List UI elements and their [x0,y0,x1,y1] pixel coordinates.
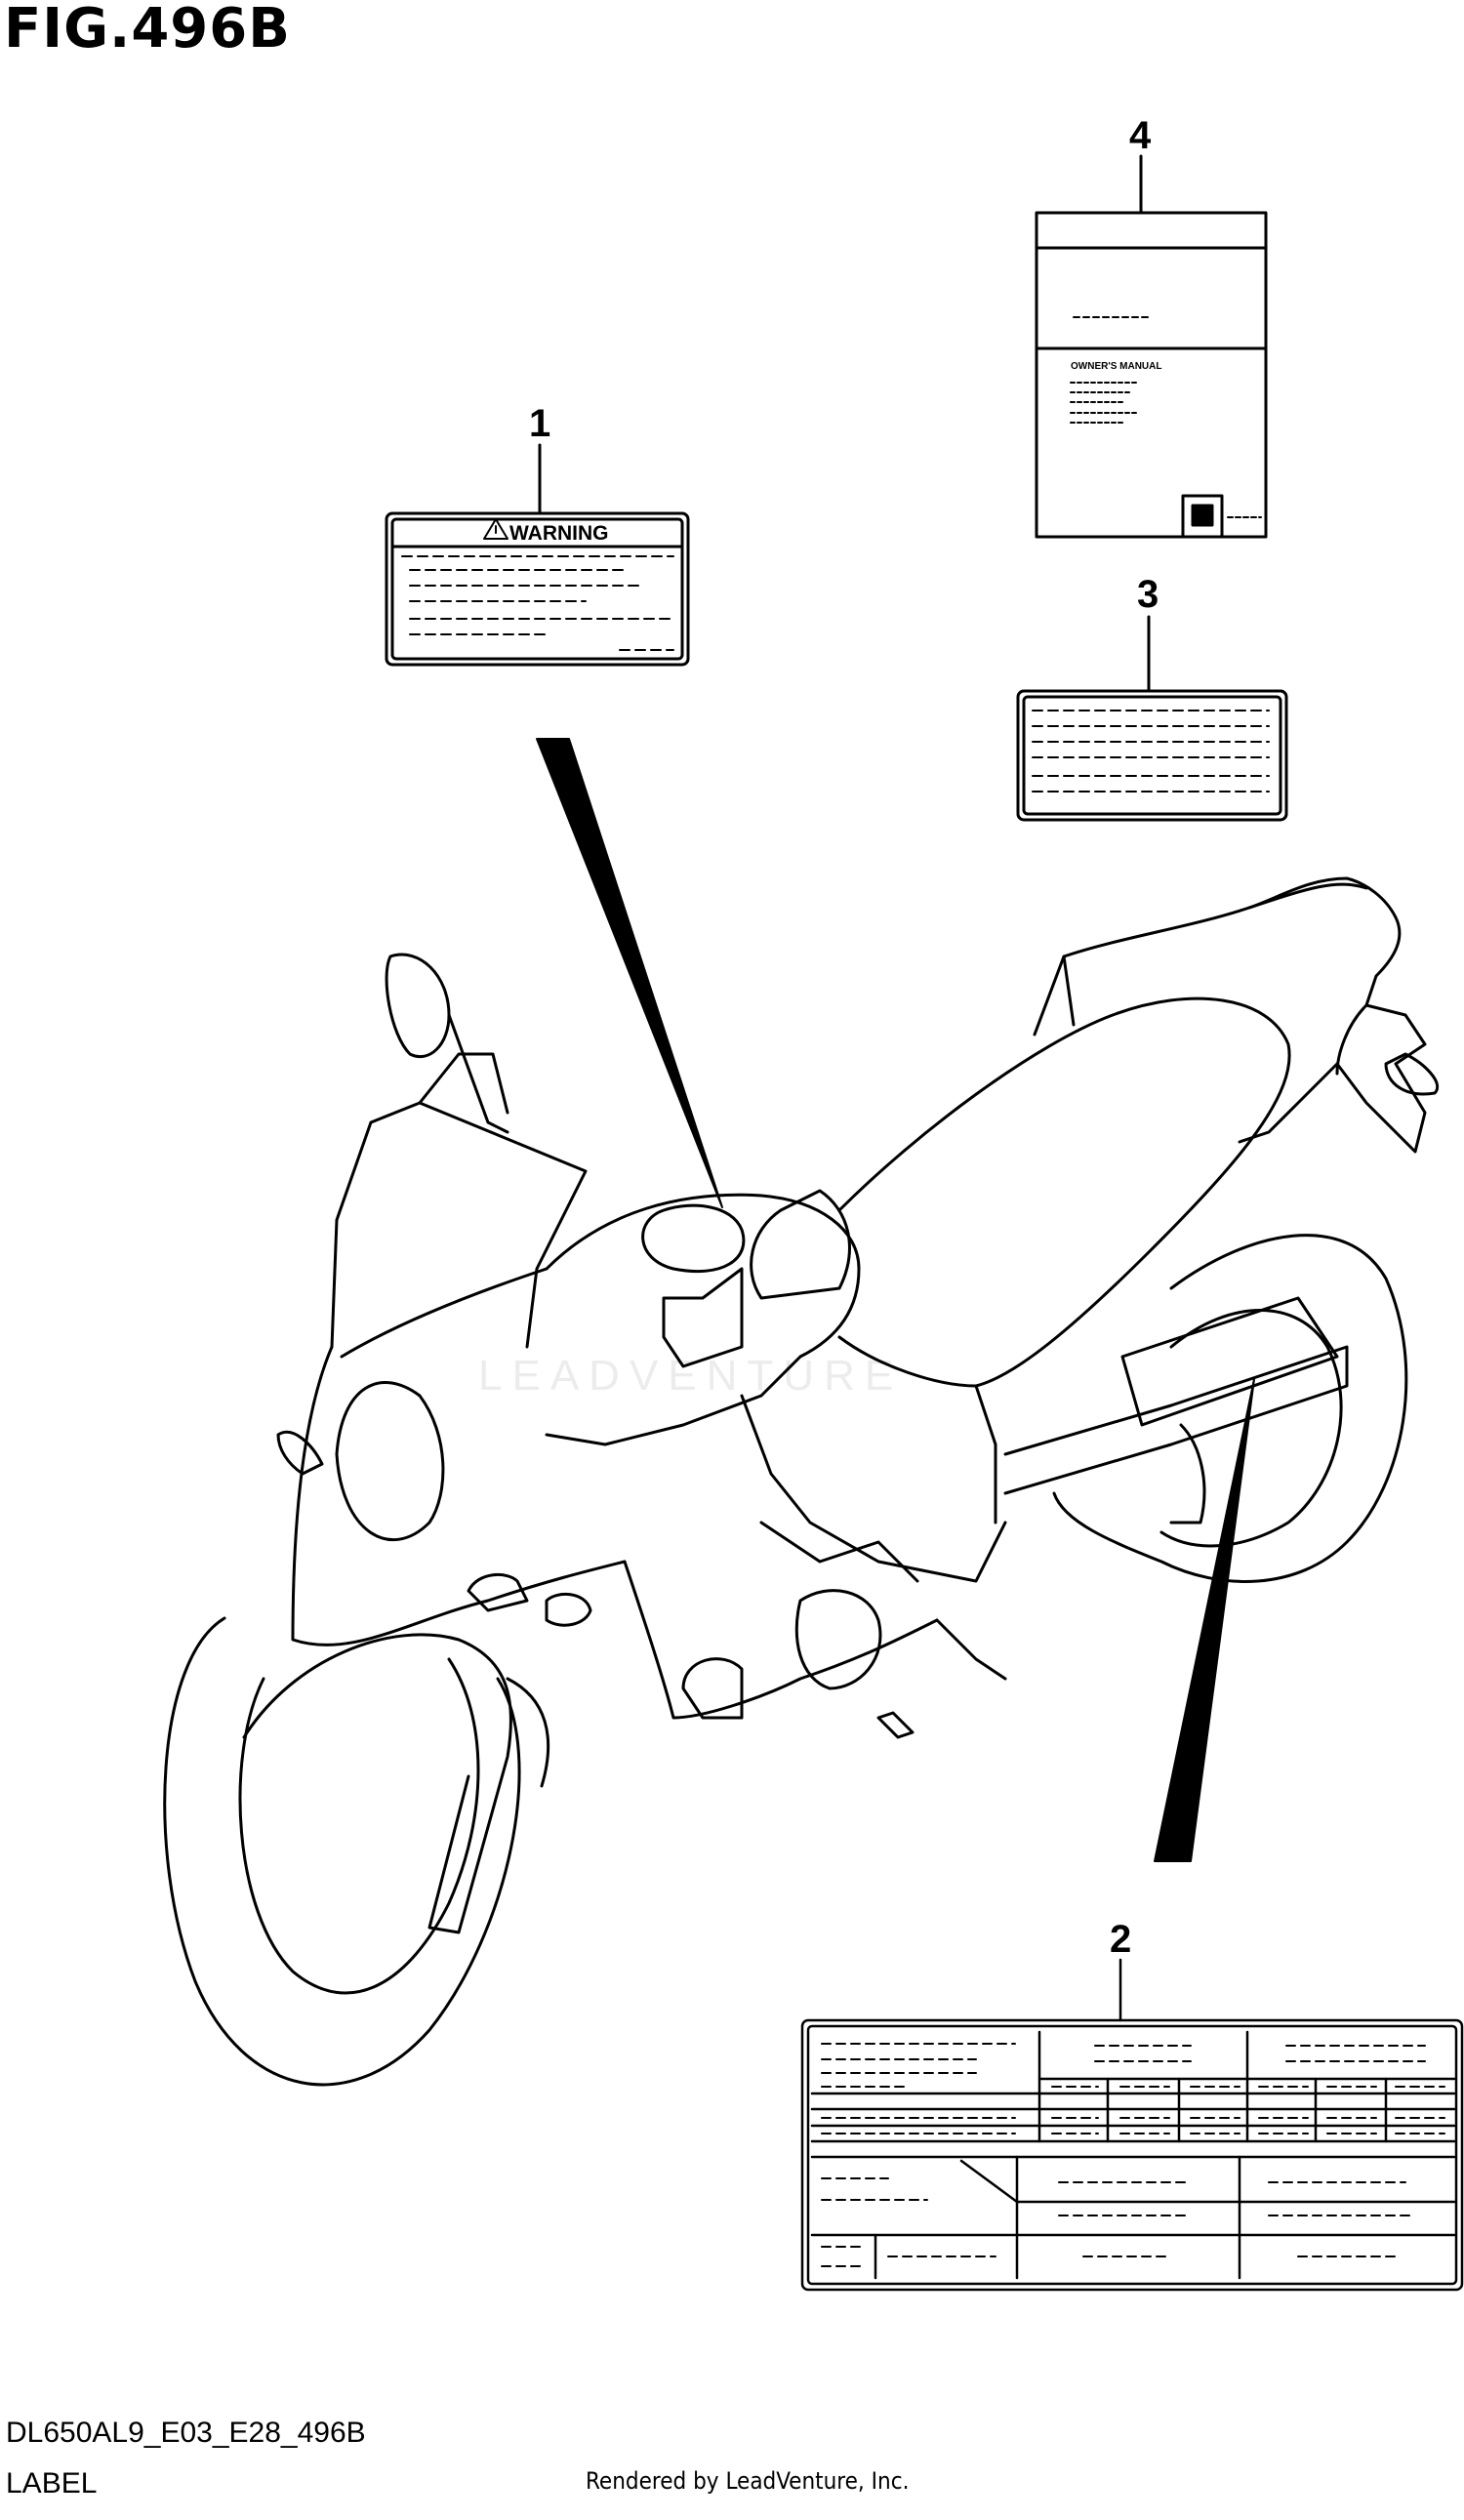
part-1-warning-label: 1 WARNING [385,402,690,667]
model-code: DL650AL9_E03_E28_496B [6,2417,366,2449]
part-2-spec-table-label: 2 [800,1918,1464,2292]
leader-wedge-2 [1154,1378,1255,1862]
warning-heading: WARNING [509,522,609,545]
section-name: LABEL [6,2467,98,2500]
motorcycle-illustration [163,876,1440,2087]
part-4-owners-manual: 4 OWNER'S MANUAL [1035,114,1268,539]
part-3-info-label: 3 [1016,573,1288,822]
callout-number-1: 1 [529,402,550,445]
callout-number-3: 3 [1137,573,1159,616]
manual-subtitle: OWNER'S MANUAL [1071,361,1161,372]
figure-title: FIG.496B [4,0,291,61]
render-credit: Rendered by LeadVenture, Inc. [586,2467,910,2495]
callout-number-4: 4 [1129,114,1152,157]
leader-wedge-1 [536,738,723,1208]
callout-number-2: 2 [1110,1918,1131,1961]
watermark-text: LEADVENTURE [478,1352,903,1400]
